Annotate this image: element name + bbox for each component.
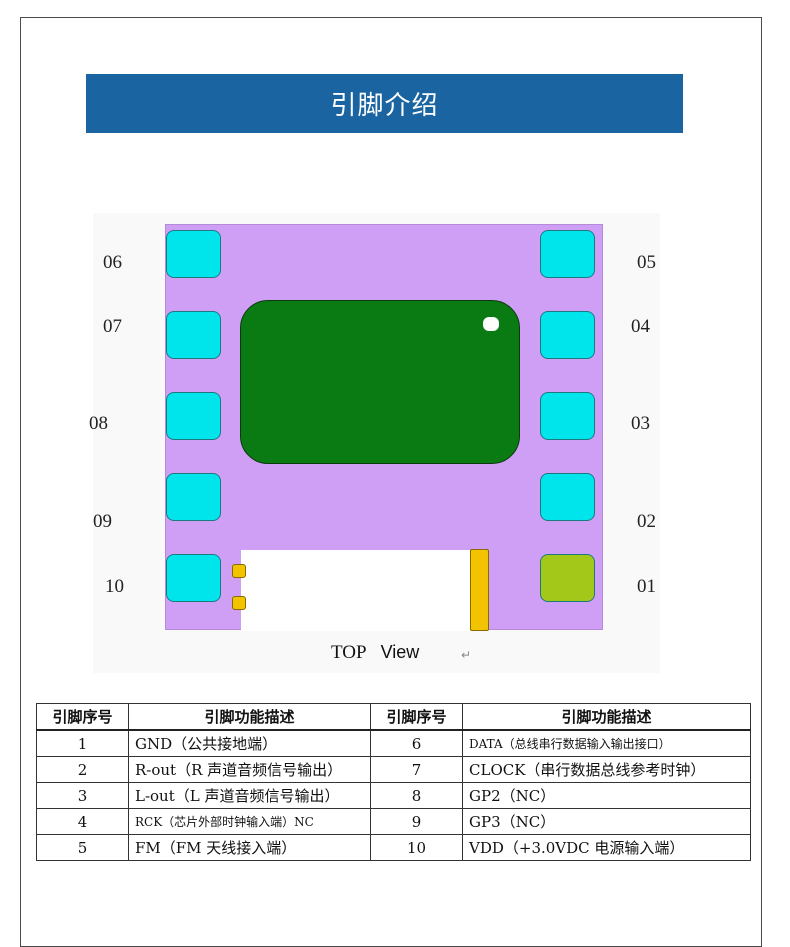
pin-label-09: 09 xyxy=(93,511,112,532)
table-row: 5 FM（FM 天线接入端） 10 VDD（+3.0VDC 电源输入端） xyxy=(36,834,751,861)
table-row: 4 RCK（芯片外部时钟输入端）NC 9 GP3（NC） xyxy=(36,808,751,835)
table-header-row: 引脚序号 引脚功能描述 引脚序号 引脚功能描述 xyxy=(36,703,751,731)
section-title-text: 引脚介绍 xyxy=(330,91,439,121)
pin-label-06: 06 xyxy=(103,252,122,273)
small-pad-upper xyxy=(232,564,246,578)
pad-pin-01 xyxy=(540,554,595,602)
pin-description: VDD（+3.0VDC 电源输入端） xyxy=(462,834,751,861)
table-row: 3 L-out（L 声道音频信号输出） 8 GP2（NC） xyxy=(36,782,751,809)
chip-cutout xyxy=(241,550,470,631)
pad-pin-07 xyxy=(166,311,221,359)
pin-description: GND（公共接地端） xyxy=(128,729,371,757)
header-pin-number-b: 引脚序号 xyxy=(370,703,463,731)
pad-pin-10 xyxy=(166,554,221,602)
header-pin-function-a: 引脚功能描述 xyxy=(128,703,371,731)
pin-description: RCK（芯片外部时钟输入端）NC xyxy=(128,808,371,835)
caption-view: View xyxy=(380,642,420,662)
pin-number: 9 xyxy=(370,808,463,835)
table-row: 2 R-out（R 声道音频信号输出） 7 CLOCK（串行数据总线参考时钟） xyxy=(36,756,751,783)
pin-label-04: 04 xyxy=(631,316,650,337)
pad-pin-06 xyxy=(166,230,221,278)
pin-label-01: 01 xyxy=(637,576,656,597)
pad-pin-05 xyxy=(540,230,595,278)
header-pin-function-b: 引脚功能描述 xyxy=(462,703,751,731)
bar-pad xyxy=(470,549,489,631)
pin1-indicator-dot xyxy=(483,317,499,331)
pin-number: 7 xyxy=(370,756,463,783)
pin-number: 1 xyxy=(36,729,129,757)
pin-description: FM（FM 天线接入端） xyxy=(128,834,371,861)
pin-number: 10 xyxy=(370,834,463,861)
pin-number: 4 xyxy=(36,808,129,835)
pin-description: GP2（NC） xyxy=(462,782,751,809)
pad-pin-04 xyxy=(540,311,595,359)
small-pad-lower xyxy=(232,596,246,610)
pin-number: 3 xyxy=(36,782,129,809)
pin-label-05: 05 xyxy=(637,252,656,273)
diagram-caption: TOP View xyxy=(331,642,419,664)
pad-pin-03 xyxy=(540,392,595,440)
pin-label-02: 02 xyxy=(637,511,656,532)
caption-top: TOP xyxy=(331,642,367,663)
pin-description: GP3（NC） xyxy=(462,808,751,835)
table-row: 1 GND（公共接地端） 6 DATA（总线串行数据输入输出接口） xyxy=(36,729,751,757)
pin-label-07: 07 xyxy=(103,316,122,337)
pin-description: CLOCK（串行数据总线参考时钟） xyxy=(462,756,751,783)
pin-label-10: 10 xyxy=(105,576,124,597)
section-title: 引脚介绍 xyxy=(86,74,683,133)
pin-label-08: 08 xyxy=(89,413,108,434)
pin-label-03: 03 xyxy=(631,413,650,434)
pin-number: 5 xyxy=(36,834,129,861)
return-mark: ↵ xyxy=(461,648,472,662)
pin-number: 8 xyxy=(370,782,463,809)
pin-number: 6 xyxy=(370,729,463,757)
pad-pin-02 xyxy=(540,473,595,521)
pad-pin-09 xyxy=(166,473,221,521)
pin-function-table: 引脚序号 引脚功能描述 引脚序号 引脚功能描述 1 GND（公共接地端） 6 D… xyxy=(36,703,751,861)
pin-description: DATA（总线串行数据输入输出接口） xyxy=(462,729,751,757)
pin-description: L-out（L 声道音频信号输出） xyxy=(128,782,371,809)
pad-pin-08 xyxy=(166,392,221,440)
header-pin-number-a: 引脚序号 xyxy=(36,703,129,731)
pin-description: R-out（R 声道音频信号输出） xyxy=(128,756,371,783)
pin-number: 2 xyxy=(36,756,129,783)
chip-die xyxy=(240,300,520,464)
